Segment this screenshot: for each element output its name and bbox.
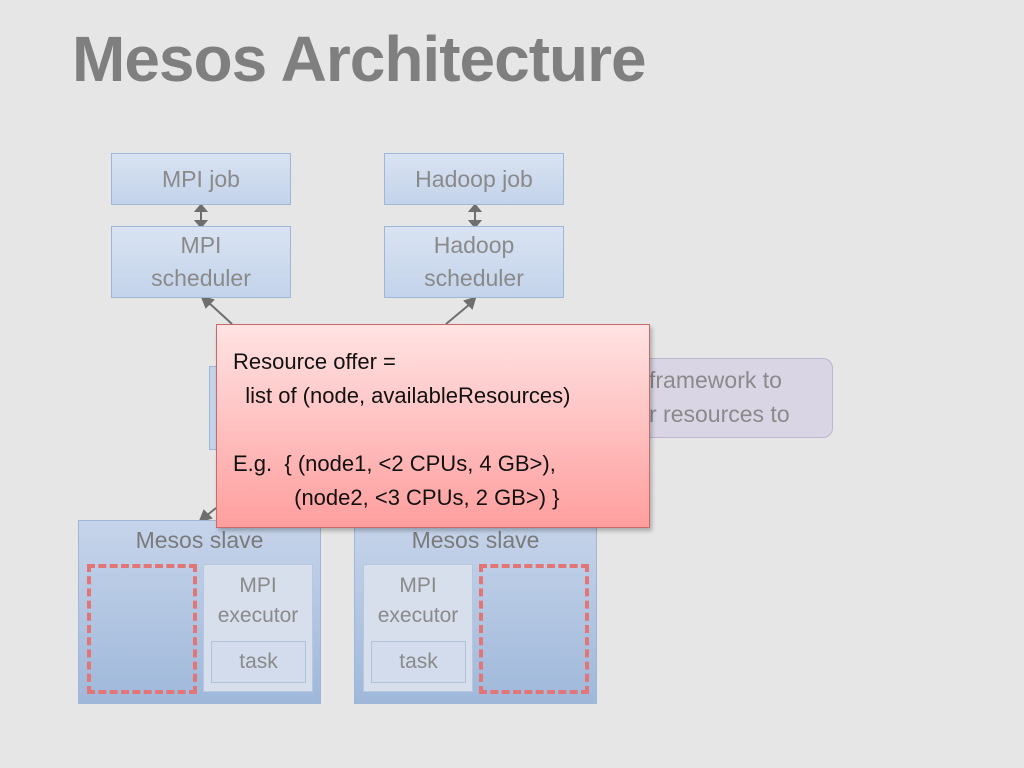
- callout-line-3: [233, 413, 649, 447]
- resource-offer-callout: Resource offer = list of (node, availabl…: [216, 324, 650, 528]
- free-resources-region: [87, 564, 197, 694]
- hadoop-scheduler-label: Hadoop scheduler: [424, 232, 524, 291]
- hadoop-job-label: Hadoop job: [415, 165, 533, 192]
- framework-note-line-2: r resources to: [649, 401, 790, 427]
- mesos-slave-label: Mesos slave: [411, 527, 540, 553]
- mpi-executor-box: MPI executor task: [203, 564, 313, 692]
- task-box: task: [371, 641, 466, 683]
- mpi-job-label: MPI job: [162, 165, 240, 192]
- mesos-slave-2: Mesos slave MPI executor task: [354, 520, 597, 704]
- callout-line-4: E.g. { (node1, <2 CPUs, 4 GB>),: [233, 451, 556, 476]
- task-box: task: [211, 641, 306, 683]
- callout-line-5: (node2, <3 CPUs, 2 GB>) }: [233, 485, 560, 510]
- mpi-executor-box: MPI executor task: [363, 564, 473, 692]
- callout-line-2: list of (node, availableResources): [233, 383, 571, 408]
- mpi-job-box: MPI job: [111, 153, 291, 205]
- mesos-slave-1: Mesos slave MPI executor task: [78, 520, 321, 704]
- mpi-scheduler-box: MPI scheduler: [111, 226, 291, 298]
- slide-title: Mesos Architecture: [72, 23, 647, 95]
- hadoop-scheduler-box: Hadoop scheduler: [384, 226, 564, 298]
- mpi-executor-label: MPI executor: [217, 574, 299, 627]
- hadoop-job-box: Hadoop job: [384, 153, 564, 205]
- task-label: task: [399, 650, 438, 673]
- callout-line-1: Resource offer =: [233, 349, 396, 374]
- mpi-executor-label: MPI executor: [377, 574, 459, 627]
- free-resources-region: [479, 564, 589, 694]
- mesos-slave-label: Mesos slave: [135, 527, 264, 553]
- mpi-scheduler-label: MPI scheduler: [151, 232, 251, 291]
- framework-note-line-1: framework to: [649, 367, 782, 393]
- task-label: task: [239, 650, 278, 673]
